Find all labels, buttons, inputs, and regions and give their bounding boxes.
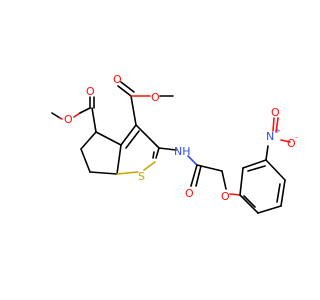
bond-th-1 xyxy=(120,124,137,146)
bond-n-o-right xyxy=(280,139,291,143)
bond-ester-a-o xyxy=(73,112,81,118)
bond-ch2 xyxy=(196,164,223,172)
bond-th-2 xyxy=(135,124,160,149)
bond-methyl-a xyxy=(51,112,61,119)
bond-ar-n xyxy=(265,145,269,161)
nitro-o-right: O xyxy=(287,137,296,150)
bond-th-3 xyxy=(155,147,160,159)
bond-th-4 xyxy=(143,161,156,171)
bond-amide-co-1 xyxy=(190,164,198,187)
nitro-n-charge: + xyxy=(275,127,281,135)
nitro-o-charge: - xyxy=(295,134,298,142)
bond-ph-3 xyxy=(265,159,286,181)
bond-ph-4b xyxy=(276,183,281,203)
bond-n-o-top xyxy=(272,117,275,132)
bond-ester-a-ring xyxy=(91,107,97,133)
bond-lines xyxy=(51,81,291,214)
ether-o: O xyxy=(221,190,230,203)
bond-ph-5 xyxy=(257,205,282,214)
amide-o: O xyxy=(185,187,194,200)
bond-o-ar xyxy=(229,193,241,196)
bond-cp-5 xyxy=(95,131,122,146)
bond-ph-6b xyxy=(243,195,256,208)
bond-c-n xyxy=(158,147,177,151)
bond-ch2-o xyxy=(221,170,227,190)
atom-labels: O O O O S NH O O N + O O - xyxy=(64,73,298,203)
bond-ph-1 xyxy=(239,167,244,196)
bond-methyl-a-o xyxy=(59,117,63,120)
bond-cp-2 xyxy=(80,148,91,173)
nitro-n: N xyxy=(266,130,274,143)
bond-ester-b-ring xyxy=(130,95,137,126)
bond-ph-4 xyxy=(280,179,286,207)
molecule-structure: O O O O S NH O O N + O O - xyxy=(51,73,298,214)
bond-n-co xyxy=(187,155,198,166)
bond-ph-2b xyxy=(247,165,266,172)
nitro-o-top: O xyxy=(271,106,280,119)
ester-a-carbonyl-o: O xyxy=(86,85,95,98)
bond-cp-1 xyxy=(80,131,97,150)
ester-a-ether-o: O xyxy=(64,113,73,126)
bond-th-5 xyxy=(116,171,139,175)
bond-ph-6 xyxy=(239,194,259,214)
bond-th-3b xyxy=(152,151,155,159)
molecule-canvas: O O O O S NH O O N + O O - xyxy=(51,73,298,214)
ester-b-ether-o: O xyxy=(151,91,160,104)
bond-amide-co-2 xyxy=(195,165,202,187)
bond-ester-a-c xyxy=(79,107,91,114)
bond-cp-4 xyxy=(116,144,122,175)
amide-nh: NH xyxy=(174,145,191,158)
ester-b-carbonyl-o: O xyxy=(113,73,122,86)
bond-ester-b-co-1 xyxy=(117,85,132,97)
ring-sulfur: S xyxy=(138,170,145,183)
bond-ph-2 xyxy=(242,159,267,169)
bond-n-o-top-b xyxy=(275,117,279,133)
bond-cp-3 xyxy=(89,171,118,175)
bond-th-1b xyxy=(125,130,140,149)
bond-ester-b-co-2 xyxy=(120,81,135,93)
